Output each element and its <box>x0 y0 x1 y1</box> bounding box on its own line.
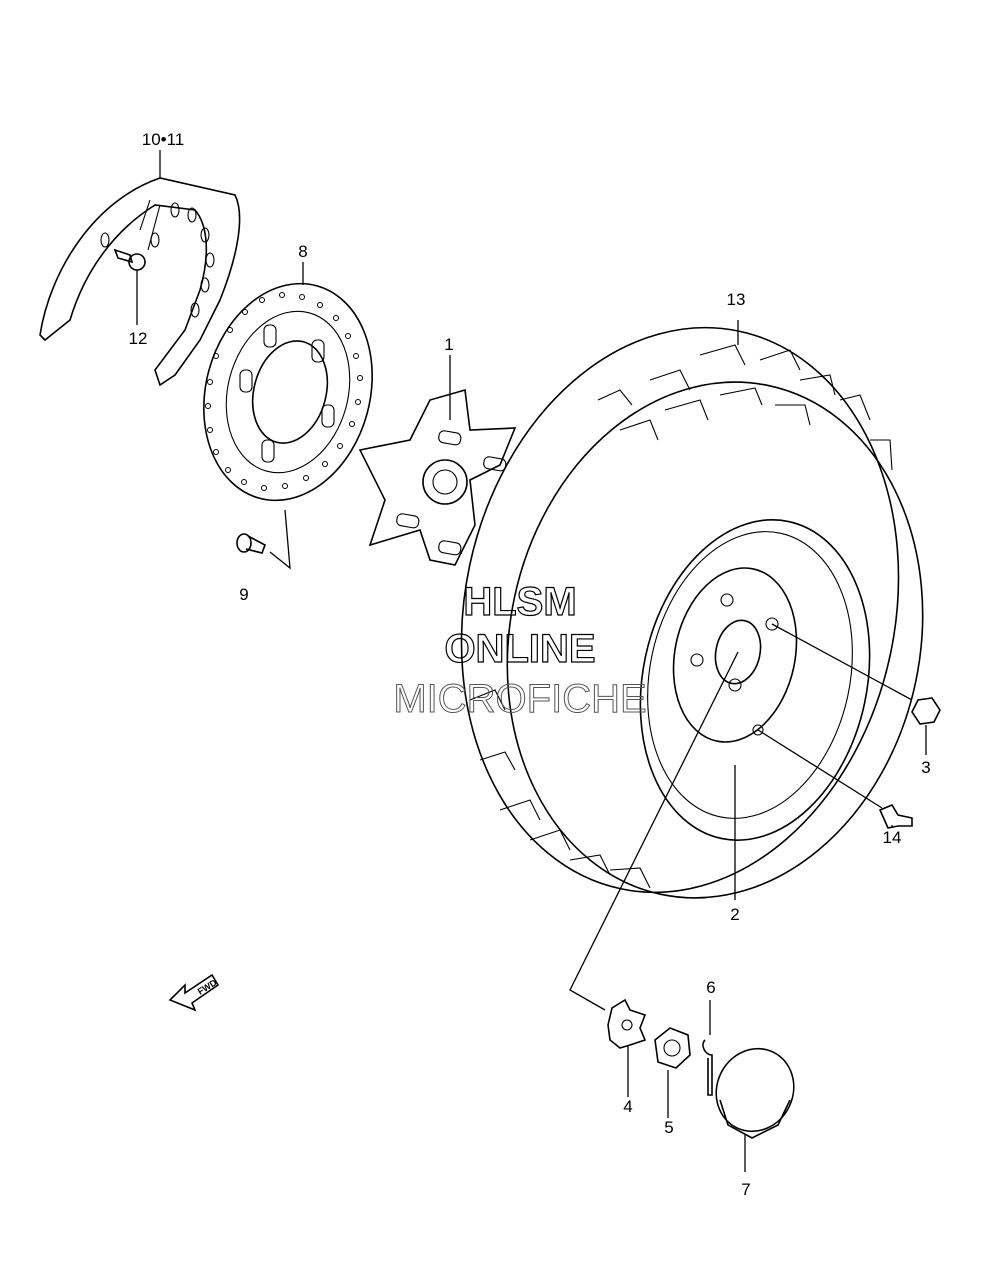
watermark: HLSM ONLINE MICROFICHE <box>393 579 647 721</box>
leader-lines <box>136 150 746 1172</box>
wheel-hub <box>358 388 517 566</box>
wheel-nut <box>771 623 941 755</box>
lock-washer <box>607 998 647 1049</box>
label-part-10-11: 10•11 <box>142 130 185 149</box>
label-part-6: 6 <box>706 978 715 997</box>
wheel-rim <box>639 519 871 841</box>
label-part-9: 9 <box>239 585 248 604</box>
label-part-3: 3 <box>921 758 930 777</box>
cotter-pin <box>702 1039 713 1096</box>
brake-disc-cover <box>39 177 241 387</box>
label-part-1: 1 <box>444 335 453 354</box>
wheel-stud <box>757 729 913 829</box>
fwd-arrow: FWD <box>168 973 220 1012</box>
watermark-line1: HLSM <box>463 580 576 624</box>
label-part-2: 2 <box>730 905 739 924</box>
hub-cap <box>715 1047 795 1139</box>
cover-bolt <box>113 248 146 271</box>
castle-nut <box>654 1027 691 1069</box>
label-part-8: 8 <box>298 242 307 261</box>
disc-bolt <box>236 509 291 570</box>
label-part-7: 7 <box>741 1180 750 1199</box>
watermark-line3: MICROFICHE <box>393 677 646 721</box>
label-part-14: 14 <box>883 828 902 847</box>
brake-disc <box>203 282 373 502</box>
label-part-5: 5 <box>664 1118 673 1137</box>
label-part-13: 13 <box>727 290 746 309</box>
watermark-line2: ONLINE <box>444 627 595 671</box>
part-labels: 10•11 12 8 1 9 13 3 14 2 6 4 5 7 <box>129 130 931 1199</box>
label-part-4: 4 <box>623 1097 632 1116</box>
label-part-12: 12 <box>129 329 148 348</box>
